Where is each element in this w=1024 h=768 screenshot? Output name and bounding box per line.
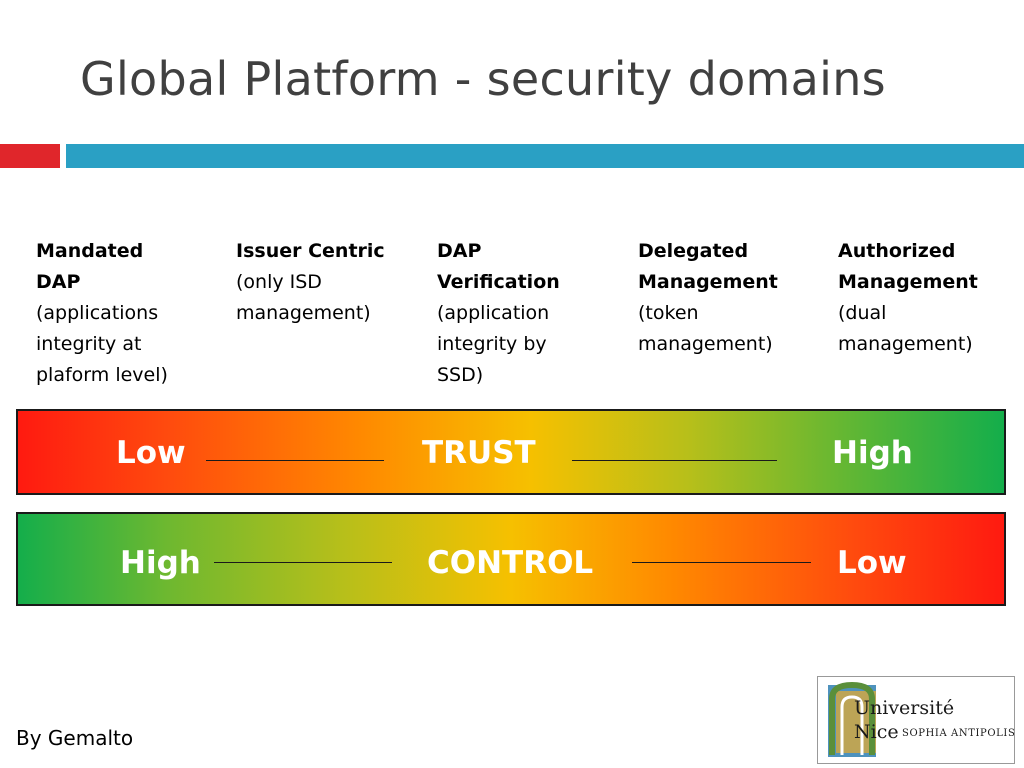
trust-label: TRUST [422,435,536,471]
footer-credit: By Gemalto [16,726,134,750]
column-description: (application [437,302,550,324]
column-description: integrity by [437,333,547,355]
logo-mark-icon: Université Nice SOPHIA ANTIPOLIS [828,681,1014,757]
logo-text-universite: Université [854,697,954,719]
control-band: High CONTROL Low [16,512,1006,606]
column-heading: Management [838,271,978,293]
column-heading: DAP [437,240,482,262]
column-description: (applications [36,302,159,324]
column-description: management) [236,302,371,324]
column-description: management) [838,333,973,355]
control-connector-line [214,562,392,563]
trust-band: Low TRUST High [16,409,1006,495]
column-description: (dual [838,302,887,324]
column-delegated-management: Delegated Management (token management) [638,236,833,360]
logo-text-nice: Nice [854,721,899,743]
control-label: CONTROL [427,545,594,581]
column-description: integrity at [36,333,142,355]
accent-bar-red [0,144,60,168]
column-authorized-management: Authorized Management (dual management) [838,236,1018,360]
trust-connector-line [206,460,384,461]
accent-bar-blue [66,144,1024,168]
column-description: management) [638,333,773,355]
column-description: SSD) [437,364,484,386]
column-heading: Verification [437,271,560,293]
column-description: plaform level) [36,364,168,386]
column-issuer-centric: Issuer Centric (only ISD management) [236,236,431,329]
column-description: (token [638,302,699,324]
slide-title: Global Platform - security domains [80,52,886,106]
control-low-label: Low [837,545,907,581]
column-dap-verification: DAP Verification (application integrity … [437,236,632,391]
column-heading: Issuer Centric [236,240,385,262]
column-description: (only ISD [236,271,322,293]
control-connector-line [632,562,811,563]
column-heading: Management [638,271,778,293]
column-heading: DAP [36,271,81,293]
trust-connector-line [572,460,777,461]
logo-text-sophia: SOPHIA ANTIPOLIS [902,728,1014,739]
university-logo: Université Nice SOPHIA ANTIPOLIS [817,676,1015,764]
trust-low-label: Low [116,435,186,471]
column-mandated-dap: Mandated DAP (applications integrity at … [36,236,231,391]
trust-high-label: High [832,435,913,471]
control-high-label: High [120,545,201,581]
column-heading: Mandated [36,240,144,262]
column-heading: Authorized [838,240,956,262]
column-heading: Delegated [638,240,749,262]
